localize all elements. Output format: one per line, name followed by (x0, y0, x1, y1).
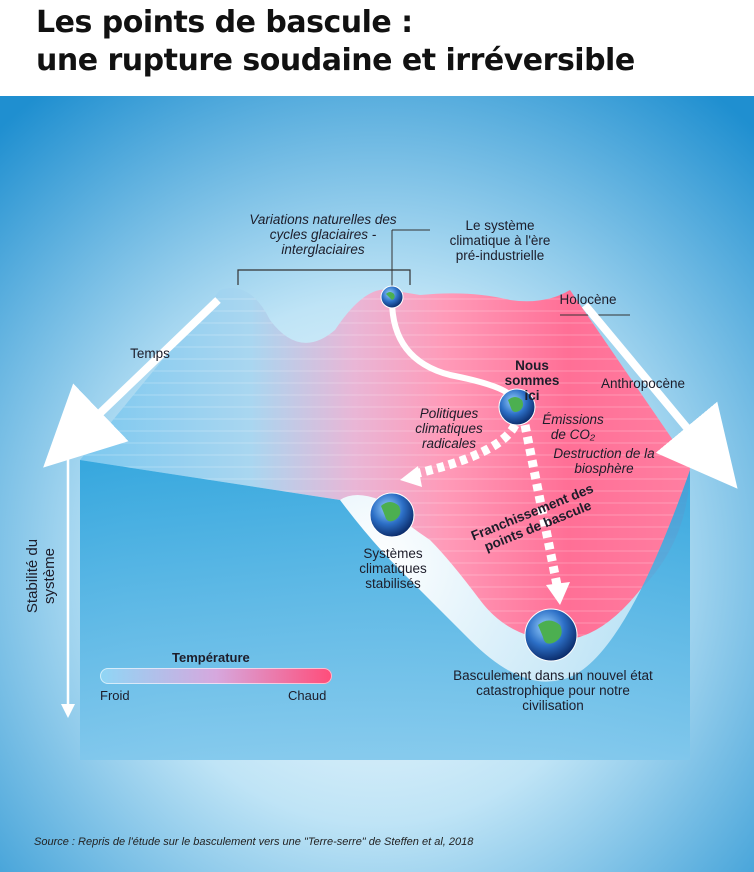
time-arrow-left (43, 297, 221, 468)
legend-hot: Chaud (288, 688, 327, 703)
bracket (237, 269, 411, 285)
trajectory-path (389, 299, 513, 398)
label-temps: Temps (130, 346, 170, 361)
label-stabilises: Systèmes climatiques stabilisés (359, 546, 427, 591)
globe-icon (498, 388, 536, 426)
label-variations: Variations naturelles des cycles glaciai… (249, 212, 397, 257)
label-nous-ici: Nous sommes ici (504, 358, 560, 403)
globe-icon (369, 492, 415, 538)
label-politiques: Politiques climatiques radicales (415, 406, 483, 451)
legend-title: Température (172, 650, 250, 665)
source-note: Source : Repris de l'étude sur le bascul… (34, 836, 474, 848)
diagram-panel (0, 96, 754, 872)
page-title: Les points de bascule : une rupture soud… (36, 4, 635, 80)
dashed-path-tipping (520, 424, 563, 591)
label-anthropocene: Anthropocène (600, 376, 686, 391)
label-holocene: Holocène (559, 292, 617, 307)
globe-icon (524, 608, 578, 662)
legend-gradient (100, 668, 332, 684)
globe-icon (380, 285, 404, 309)
landscape-front-face (80, 460, 690, 760)
title-line-2: une rupture soudaine et irréversible (36, 43, 635, 78)
legend-cold: Froid (100, 688, 130, 703)
label-basculement: Basculement dans un nouvel état catastro… (453, 668, 653, 713)
axis-stability: Stabilité du système (24, 538, 58, 614)
label-preindustrial: Le système climatique à l'ère pré-indust… (449, 218, 551, 263)
dashed-path-policies (409, 422, 520, 480)
title-line-1: Les points de bascule : (36, 5, 413, 40)
time-arrow-right (581, 302, 738, 489)
label-destruction: Destruction de la biosphère (553, 446, 655, 476)
label-emissions: Émissions de CO₂ (542, 412, 604, 442)
